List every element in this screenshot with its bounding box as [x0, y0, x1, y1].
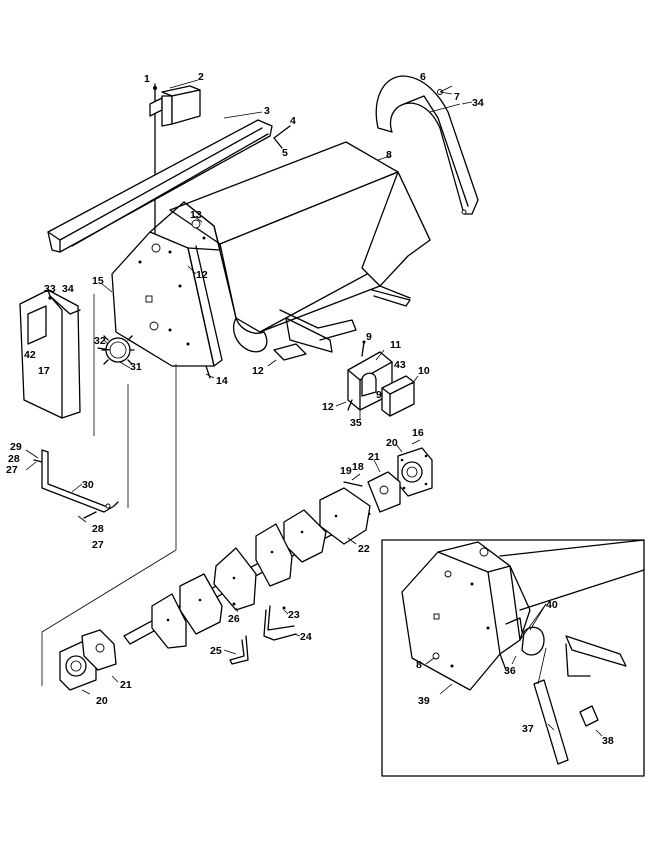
- callout-8: 8: [386, 149, 392, 161]
- callout-8: 8: [416, 659, 422, 671]
- callout-18: 18: [352, 461, 364, 473]
- callout-40: 40: [546, 599, 558, 611]
- callout-6: 6: [420, 71, 426, 83]
- part-chain-guard: [375, 75, 479, 215]
- callout-34: 34: [472, 97, 484, 109]
- callout-28: 28: [8, 453, 20, 465]
- callout-31: 31: [130, 361, 142, 373]
- part-bearing-block: [347, 340, 415, 417]
- part-bracket-box: [149, 83, 201, 236]
- callout-14: 14: [216, 375, 228, 387]
- part-pin: [273, 125, 291, 149]
- part-angle-bar: [47, 119, 273, 253]
- leader-lines: [25, 79, 603, 737]
- callout-1: 1: [144, 73, 150, 85]
- callout-9: 9: [376, 389, 382, 401]
- callout-32: 32: [94, 335, 106, 347]
- callout-3: 3: [264, 105, 270, 117]
- callout-21: 21: [368, 451, 380, 463]
- callout-42: 42: [24, 349, 36, 361]
- callout-43: 43: [394, 359, 406, 371]
- callout-17: 17: [38, 365, 50, 377]
- callout-23: 23: [288, 609, 300, 621]
- callout-2: 2: [198, 71, 204, 83]
- callout-26: 26: [228, 613, 240, 625]
- callout-22: 22: [358, 543, 370, 555]
- part-lower-bracket: [33, 294, 129, 519]
- callout-25: 25: [210, 645, 222, 657]
- callout-labels: 1 2 3 4 5 6 7 34 8 13 12 15 33 34 42 17 …: [6, 71, 614, 747]
- callout-12: 12: [322, 401, 334, 413]
- callout-5: 5: [282, 147, 288, 159]
- callout-19: 19: [340, 465, 352, 477]
- callout-15: 15: [92, 275, 104, 287]
- callout-33: 33: [44, 283, 56, 295]
- callout-39: 39: [418, 695, 430, 707]
- callout-37: 37: [522, 723, 534, 735]
- callout-20: 20: [96, 695, 108, 707]
- callout-4: 4: [290, 115, 296, 127]
- callout-9: 9: [366, 331, 372, 343]
- part-side-plate: [111, 201, 237, 379]
- callout-27: 27: [6, 464, 18, 476]
- callout-12: 12: [252, 365, 264, 377]
- part-sprocket: [97, 335, 135, 365]
- part-tine-shaft: [41, 364, 433, 691]
- callout-16: 16: [412, 427, 424, 439]
- part-main-housing: [169, 141, 431, 361]
- callout-38: 38: [602, 735, 614, 747]
- callout-34: 34: [62, 283, 74, 295]
- callout-12: 12: [196, 269, 208, 281]
- callout-28: 28: [92, 523, 104, 535]
- callout-21: 21: [120, 679, 132, 691]
- callout-11: 11: [390, 339, 401, 351]
- callout-30: 30: [82, 479, 94, 491]
- callout-27: 27: [92, 539, 104, 551]
- callout-29: 29: [10, 441, 22, 453]
- callout-13: 13: [190, 209, 202, 221]
- inset-detail: [381, 539, 645, 777]
- callout-35: 35: [350, 417, 362, 429]
- callout-24: 24: [300, 631, 312, 643]
- callout-20: 20: [386, 437, 398, 449]
- callout-7: 7: [454, 91, 460, 103]
- callout-36: 36: [504, 665, 516, 677]
- part-side-cover: [19, 289, 81, 419]
- callout-10: 10: [418, 365, 430, 377]
